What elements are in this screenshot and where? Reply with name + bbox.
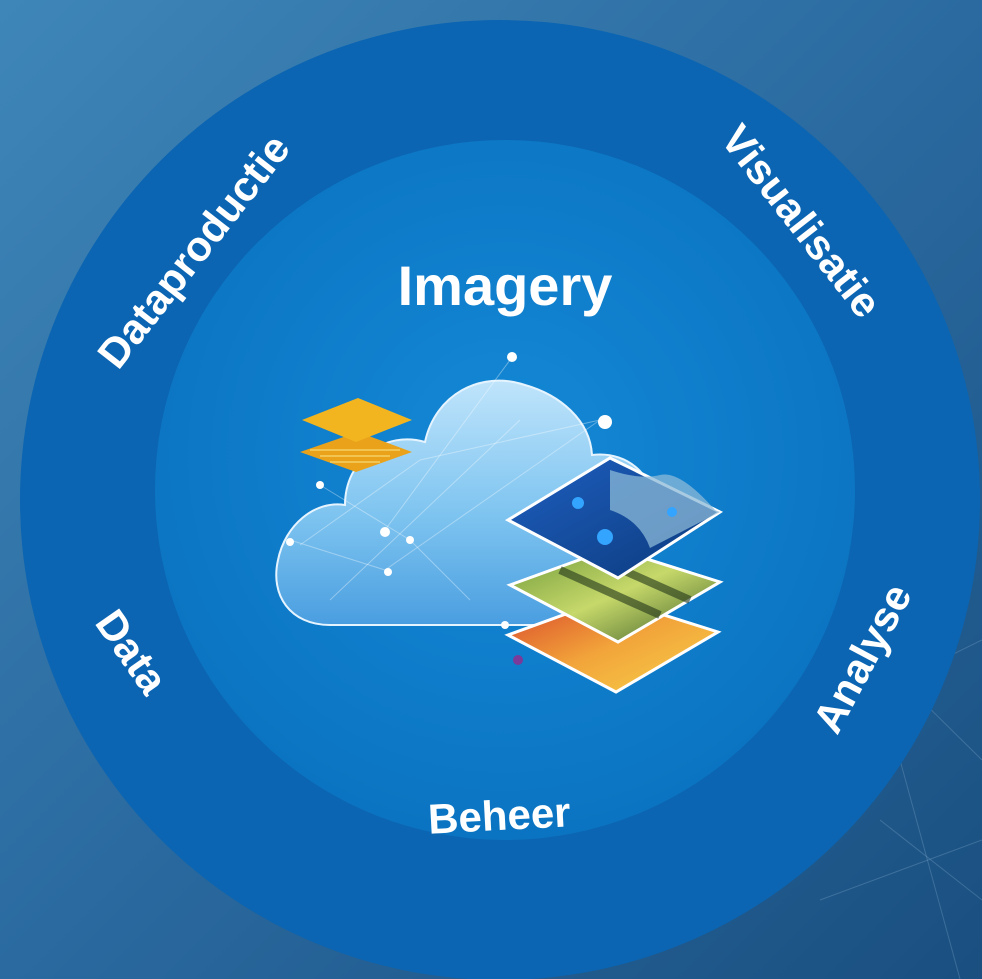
ring-label-beheer: Beheer xyxy=(427,788,572,842)
imagery-layers-icon xyxy=(504,456,724,694)
center-title: Imagery xyxy=(398,254,613,317)
cloud-icon xyxy=(275,352,657,665)
gold-layers-icon xyxy=(300,398,412,472)
